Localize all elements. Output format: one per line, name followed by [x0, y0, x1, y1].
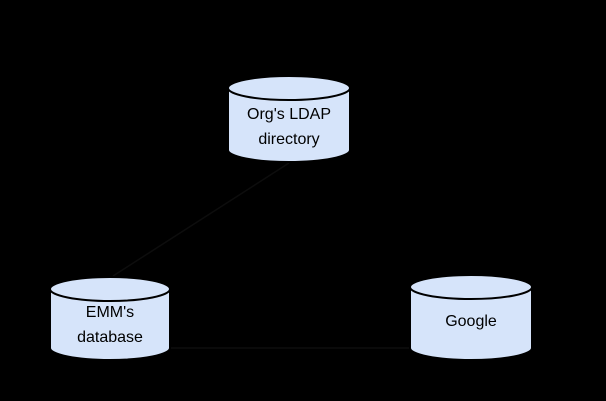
connector-ldap-to-emm-line [112, 162, 290, 277]
node-google-cylinder [409, 274, 533, 361]
google-cylinder-top [409, 274, 533, 300]
node-ldap-directory-cylinder [227, 75, 351, 163]
emm-cylinder-top [49, 276, 171, 302]
ldap-cylinder-body [227, 87, 351, 163]
ldap-cylinder-top [227, 75, 351, 101]
node-emm-database-cylinder [49, 276, 171, 361]
google-cylinder-body [409, 286, 533, 361]
emm-cylinder-body [49, 288, 171, 361]
